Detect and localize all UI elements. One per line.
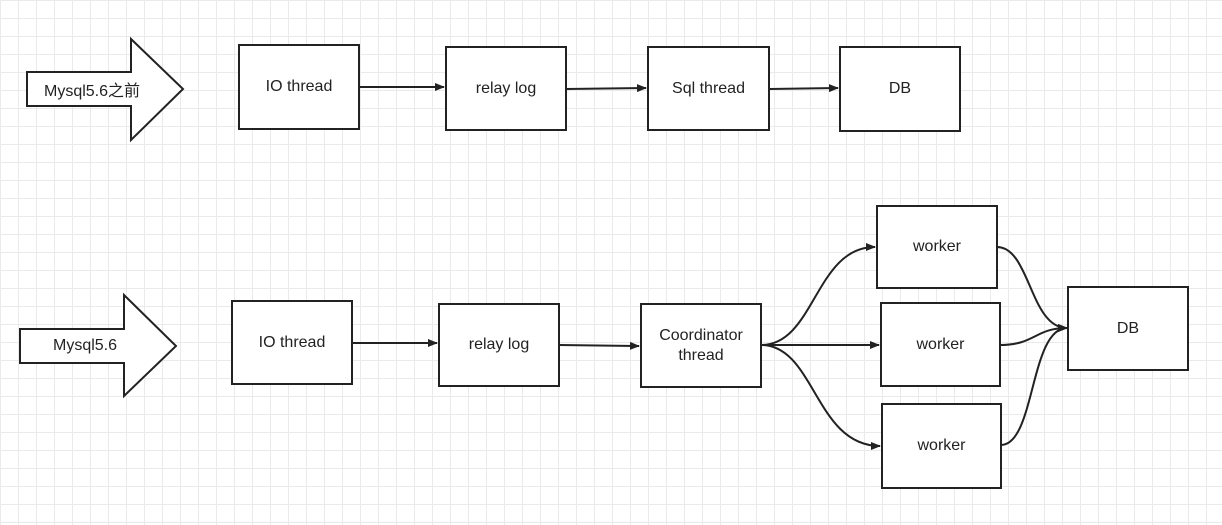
- node-relay-log-top: relay log: [445, 46, 567, 131]
- edge-sql-to-db-top: [768, 84, 839, 93]
- node-worker-1: worker: [876, 205, 998, 289]
- edge-relay-to-coordinator: [558, 341, 640, 350]
- node-db-bottom: DB: [1067, 286, 1189, 371]
- node-sql-thread: Sql thread: [647, 46, 770, 131]
- version-label-5-6: Mysql5.6: [52, 337, 118, 354]
- coordinator-label-line-1: Coordinator: [659, 326, 743, 344]
- node-worker-3: worker: [881, 403, 1002, 489]
- node-io-thread-bottom: IO thread: [231, 300, 353, 385]
- coordinator-label-line-2: thread: [678, 346, 724, 364]
- edge-coordinator-to-worker-3: [760, 344, 881, 450]
- edge-worker-1-to-db: [996, 246, 1068, 332]
- version-label-before-5-6: Mysql5.6之前: [43, 83, 141, 100]
- edge-relay-to-sql-top: [565, 84, 647, 93]
- node-relay-log-bottom: relay log: [438, 303, 560, 387]
- edge-coordinator-to-worker-1: [760, 243, 876, 346]
- bottom-block-arrow: [19, 292, 178, 399]
- top-block-arrow: [26, 36, 185, 143]
- node-db-top: DB: [839, 46, 961, 132]
- node-coordinator-thread: Coordinator thread: [640, 303, 762, 388]
- node-io-thread-top: IO thread: [238, 44, 360, 130]
- edge-worker-3-to-db: [1000, 324, 1068, 446]
- node-worker-2: worker: [880, 302, 1001, 387]
